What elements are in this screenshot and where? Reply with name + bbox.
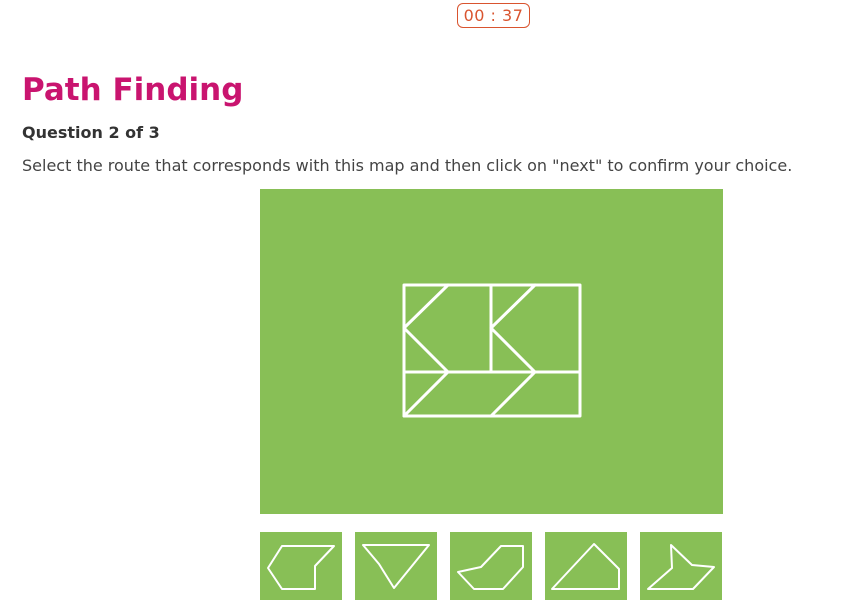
route-map [260,189,723,514]
route-option-1[interactable] [260,532,342,600]
house-pentagon-icon [551,543,620,590]
question-counter: Question 2 of 3 [22,123,160,142]
instructions-text: Select the route that corresponds with t… [22,156,793,175]
countdown-timer: 00 : 37 [457,3,530,28]
funnel-triangle-icon [362,544,430,589]
pentagon-left-notch-icon [267,545,335,590]
map-path-left [402,283,450,418]
page-title: Path Finding [22,72,244,108]
route-option-2[interactable] [355,532,437,600]
boot-parallelogram-icon [457,545,524,590]
route-map-graphic [402,283,582,418]
route-option-5[interactable] [640,532,722,600]
arrow-chevron-icon [647,544,715,590]
route-option-4[interactable] [545,532,627,600]
route-option-3[interactable] [450,532,532,600]
map-path-right [489,283,537,418]
